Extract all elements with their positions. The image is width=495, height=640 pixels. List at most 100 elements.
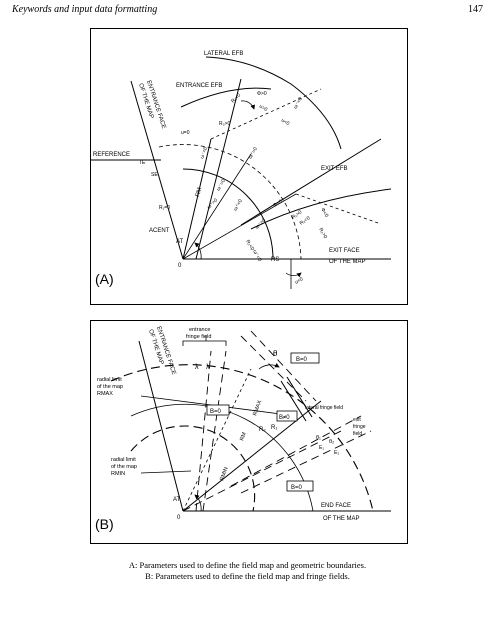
- figure-b-diagram: ENTRANCE FACE OF THE MAP entrance fringe…: [97, 326, 391, 522]
- radial-max-label-2: of the map: [97, 384, 123, 390]
- phi-angle-arc: [285, 272, 302, 278]
- e1-label: E₁: [319, 445, 324, 451]
- rs-arc: [158, 144, 302, 260]
- exit-face-of-map-label: OF THE MAP: [329, 259, 366, 265]
- exit-face-label: EXIT FACE: [329, 248, 360, 254]
- rm-label-a: RM: [195, 187, 203, 198]
- omega-neg-zero-label: ω⁻>0: [216, 178, 227, 192]
- rm-arc: [182, 168, 274, 260]
- radial-min-label-1: radial limit: [111, 457, 136, 463]
- at-label-b: AT: [173, 497, 181, 503]
- lateral-fringe-edge-1: [280, 380, 307, 422]
- b-zero-box-2: [290, 352, 320, 364]
- rmax-label: RMAX: [252, 399, 263, 416]
- b-nonzero-label: B≠0: [279, 415, 290, 421]
- omega-pos-label-2: ω⁺>0: [206, 197, 219, 210]
- rmin-pointer: [140, 470, 192, 474]
- end-face-of-map-label: OF THE MAP: [323, 516, 360, 522]
- r2-label-b: R₂: [259, 427, 266, 433]
- radial-line-1: [182, 153, 252, 260]
- r2-b-label: R₂<0: [299, 215, 312, 226]
- entrance-fringe-label-1: entrance: [189, 327, 210, 333]
- entrance-efb-line: [195, 78, 242, 260]
- acent-line: [182, 138, 212, 260]
- acent-label: ACENT: [149, 228, 170, 234]
- guide-line-1: [210, 88, 322, 140]
- u-pos-label: u>0: [258, 104, 269, 114]
- figure-b-label: (B): [95, 516, 114, 532]
- r2-c-label: R₂<0: [244, 239, 255, 252]
- rmin-arc: [130, 425, 256, 512]
- phi-zero-label: Φ=0: [272, 199, 284, 209]
- rmin-label: RMIN: [219, 466, 229, 481]
- phi-neg-label: Φ<0: [319, 207, 329, 219]
- b-zero-label-3: B=0: [291, 485, 303, 491]
- lateral-efb-curve: [205, 56, 342, 150]
- u-zero-label: u=0: [181, 130, 190, 136]
- exit-efb-line: [240, 138, 382, 226]
- lateral-fringe-edge-2: [286, 376, 313, 418]
- figure-b-panel: ENTRANCE FACE OF THE MAP entrance fringe…: [90, 320, 408, 544]
- exit-fringe-line-2: [240, 430, 372, 494]
- omega-angle-arc: [240, 100, 255, 110]
- r1-a-label: R₁<0: [230, 92, 242, 104]
- at-angle-arc-b: [194, 494, 202, 512]
- rmax-arc: [110, 364, 374, 512]
- theta1-label: θ₁: [316, 435, 321, 441]
- e2-label: E₂: [334, 450, 339, 456]
- u-neg-2-label: u<0: [294, 276, 305, 286]
- figure-a-label: (A): [95, 271, 114, 287]
- figure-a-panel: LATERAL EFB ENTRANCE EFB EXIT EFB ENTRAN…: [90, 28, 408, 305]
- lateral-fringe-line-2: [250, 330, 317, 402]
- entrance-fringe-line-1: [195, 350, 212, 512]
- radial-min-label-2: of the map: [111, 464, 137, 470]
- lateral-fringe-line-1: [240, 335, 307, 402]
- entrance-fringe-line-2: [202, 350, 227, 512]
- omega-neg-label: ω⁻<0: [293, 96, 304, 110]
- caption-line-1: A: Parameters used to define the field m…: [128, 560, 367, 570]
- page-number: 147: [468, 4, 483, 15]
- entrance-fringe-label-2: fringe field: [186, 334, 211, 340]
- entrance-fringe-bracket: [182, 340, 227, 346]
- rm-label-b: RM: [239, 431, 248, 441]
- caption-line-2: B: Parameters used to define the field m…: [145, 571, 350, 581]
- end-face-label: END FACE: [321, 503, 351, 509]
- exit-efb-label: EXIT EFB: [321, 166, 348, 172]
- radial-max-label-3: RMAX: [97, 391, 113, 397]
- omega-neg-3-label: ω⁻<0: [251, 249, 262, 263]
- r1-label-b: R₁: [271, 425, 277, 431]
- b-zero-box-1: [206, 404, 230, 416]
- theta-label: θ: [273, 349, 278, 358]
- b-zero-label-1: B=0: [210, 409, 222, 415]
- entrance-face-line: [130, 80, 184, 260]
- radial-line-2: [182, 193, 297, 260]
- lateral-efb-label: LATERAL EFB: [204, 51, 243, 57]
- omega-zero-label: ω⁻=0: [199, 146, 209, 160]
- exit-efb-curve: [250, 188, 392, 230]
- exit-fringe-label-2: fringe: [353, 424, 366, 430]
- origin-label-a: 0: [178, 263, 182, 269]
- exit-fringe-label-3: field: [353, 431, 362, 437]
- radial-max-label-1: radial limit: [97, 377, 122, 383]
- reference-label: REFERENCE: [93, 152, 130, 158]
- rs-label: RS: [271, 257, 279, 263]
- effective-line-2: [182, 400, 322, 512]
- effective-line-1: [182, 368, 252, 512]
- running-header-title: Keywords and input data formatting: [12, 4, 158, 15]
- entrance-efb-curve: [180, 87, 272, 108]
- r1-c-label: R₁=0: [159, 205, 170, 211]
- lambda-label-2: λ: [206, 364, 210, 371]
- omega-neg-2-label: ω⁻>0: [254, 217, 267, 230]
- rm-arc-b: [130, 403, 314, 512]
- r2-a-label: R₂>0: [219, 121, 230, 127]
- b-nonzero-box: [276, 410, 298, 422]
- omega-pos-neg-label: ω⁺<0: [233, 198, 244, 212]
- omega-pos-label: ω⁺>0: [248, 146, 259, 160]
- exit-fringe-line-1: [230, 415, 362, 487]
- figure-a-diagram: LATERAL EFB ENTRANCE EFB EXIT EFB ENTRAN…: [91, 51, 392, 289]
- exit-fringe-label-1: exit: [353, 417, 361, 423]
- entrance-efb-label: ENTRANCE EFB: [176, 83, 222, 89]
- phi-pos-label: Φ>0: [257, 91, 267, 97]
- entrance-face-line-b: [138, 340, 184, 512]
- effective-line-3: [182, 430, 342, 512]
